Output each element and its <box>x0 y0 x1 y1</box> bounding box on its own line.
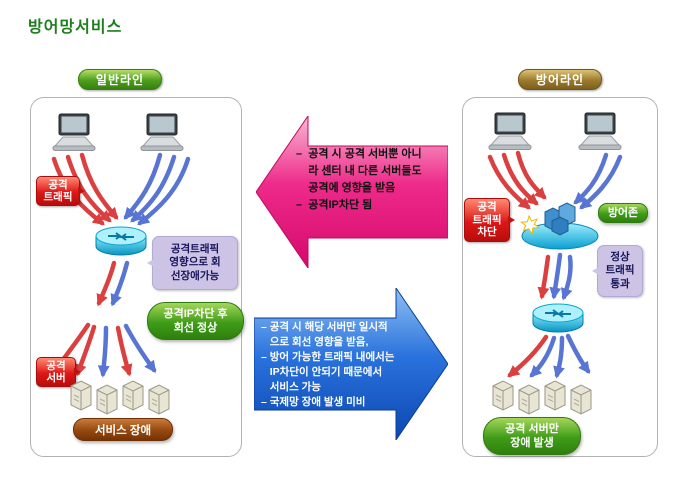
line-impact-note: 공격트래픽 영향으로 회 선장애가능 <box>147 236 238 290</box>
router-icon <box>532 303 584 333</box>
attack-server-badge: 공격 서버 <box>36 357 81 387</box>
attack-block-badge: 공격 트래픽 차단 <box>464 198 515 242</box>
normal-traffic-arrows <box>529 152 623 379</box>
bottom-callout-arrow <box>254 288 448 440</box>
server-icon <box>570 384 592 415</box>
attack-traffic-badge: 공격 트래픽 <box>36 176 85 206</box>
laptop-icon <box>140 113 184 151</box>
ip-block-pill: 공격IP차단 후 회선 정상 <box>147 302 244 340</box>
defense-zone-icon <box>520 202 599 250</box>
server-icon <box>544 380 566 411</box>
page-title: 방어망서비스 <box>28 19 123 36</box>
server-icon <box>518 384 540 415</box>
normal-traffic-note: 정상 트래픽 통과 <box>592 245 643 297</box>
left-traffic-arrows <box>51 152 191 378</box>
general-line-badge: 일반라인 <box>78 69 162 90</box>
top-callout-arrow <box>256 116 448 268</box>
defense-line-badge: 방어라인 <box>518 69 602 90</box>
server-icon <box>122 380 144 411</box>
laptop-icon <box>488 112 532 150</box>
top-callout-text: – 공격 시 공격 서버뿐 아니 라 센터 내 다른 서버들도 공격에 영향을 … <box>296 148 422 212</box>
right-traffic-arrows <box>487 150 623 379</box>
defense-zone-badge: 방어존 <box>598 203 648 223</box>
server-icon <box>148 384 170 415</box>
service-fail-pill: 서비스 장애 <box>73 418 173 441</box>
server-icon <box>70 380 92 411</box>
server-icon <box>492 380 514 411</box>
attack-traffic-arrows <box>487 150 551 378</box>
laptop-icon <box>52 113 96 151</box>
attack-traffic-arrows <box>51 152 133 377</box>
attack-server-result-pill: 공격 서버만 장애 발생 <box>483 417 581 455</box>
normal-traffic-arrows <box>97 152 191 378</box>
zone-servers <box>544 202 576 236</box>
server-icon <box>96 384 118 415</box>
router-icon <box>95 226 147 256</box>
block-burst-icon <box>520 214 541 236</box>
laptop-icon <box>578 112 622 150</box>
bottom-callout-text: – 공격 시 해당 서버만 일시적 으로 회선 영향을 받음, – 방어 가능한… <box>261 321 395 408</box>
